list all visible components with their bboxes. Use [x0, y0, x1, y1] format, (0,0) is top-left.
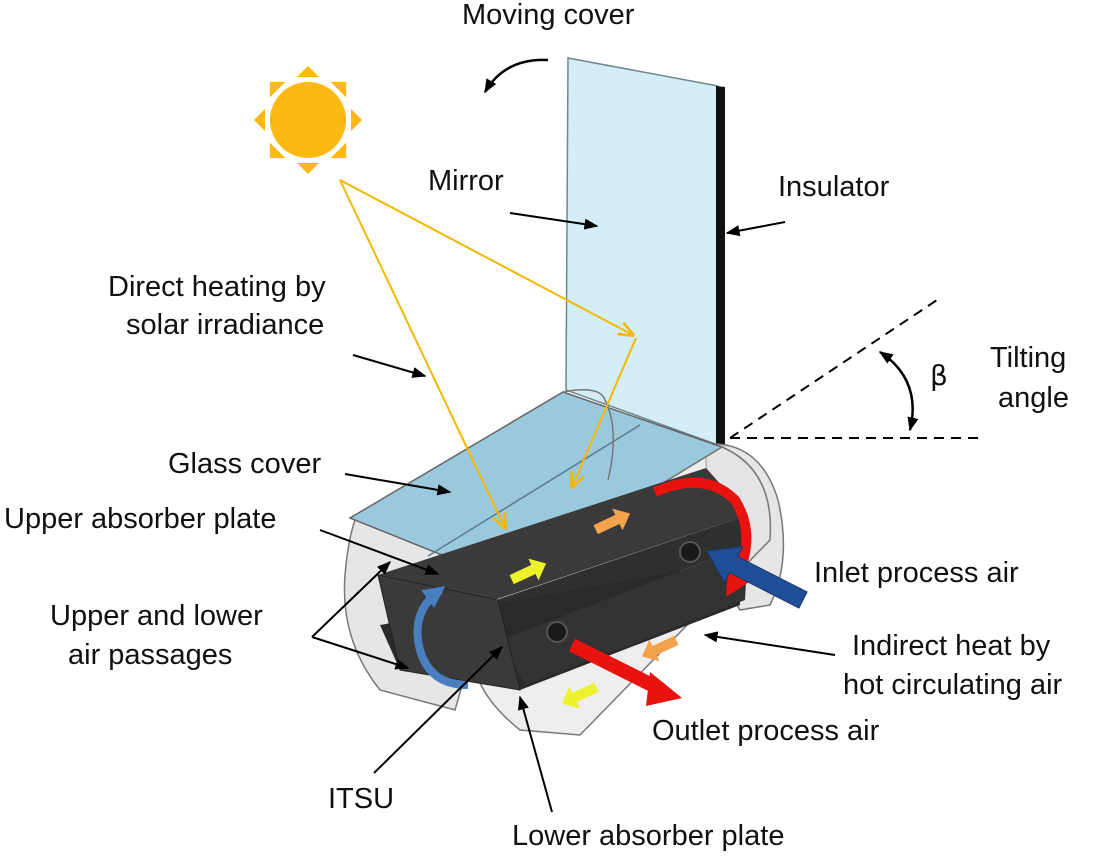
label-moving-cover: Moving cover	[462, 0, 635, 31]
label-direct-heating-2: solar irradiance	[126, 309, 324, 341]
label-tilting-1: Tilting	[990, 342, 1066, 374]
glass-corner	[562, 389, 615, 481]
label-itsu: ITSU	[328, 783, 394, 815]
insulator-strip	[716, 86, 725, 446]
label-air-passages-2: air passages	[68, 639, 232, 671]
inlet-air-arrow	[705, 546, 808, 609]
itsu-block	[377, 574, 521, 691]
solar-rays	[339, 179, 636, 528]
label-mirror: Mirror	[428, 165, 504, 197]
label-outlet-process-air: Outlet process air	[652, 715, 880, 747]
tilt-inclined-line	[729, 297, 941, 439]
yellow-arrow-lower	[561, 682, 599, 709]
label-upper-absorber-plate: Upper absorber plate	[4, 503, 276, 535]
label-indirect-heat-2: hot circulating air	[843, 669, 1063, 701]
label-inlet-process-air: Inlet process air	[814, 557, 1019, 589]
absorber-front-lower	[500, 545, 748, 685]
moving-cover-curved-arrow	[483, 58, 549, 94]
upper-absorber-plate	[378, 468, 748, 625]
label-glass-cover: Glass cover	[168, 448, 321, 480]
label-tilting-2: angle	[998, 382, 1069, 414]
label-beta: β	[930, 359, 948, 392]
sun-icon	[254, 66, 362, 174]
inlet-port	[679, 541, 701, 563]
label-lower-absorber-plate: Lower absorber plate	[512, 820, 784, 852]
orange-arrow-upper	[593, 508, 631, 535]
label-air-passages-1: Upper and lower	[50, 600, 263, 632]
blue-circulation-curve	[413, 586, 469, 689]
glass-ridge	[427, 424, 641, 557]
mirror-panel	[565, 57, 719, 447]
leader-arrows	[311, 212, 836, 813]
label-insulator: Insulator	[778, 171, 890, 203]
outlet-port	[546, 621, 568, 643]
outlet-air-arrowhead	[646, 672, 682, 706]
label-indirect-heat-1: Indirect heat by	[852, 630, 1051, 662]
tilt-angle-arc	[878, 350, 919, 432]
yellow-arrow-upper	[509, 558, 547, 585]
label-direct-heating-1: Direct heating by	[108, 271, 326, 303]
outlet-air-arrow	[568, 638, 666, 697]
orange-arrow-lower	[641, 635, 679, 662]
